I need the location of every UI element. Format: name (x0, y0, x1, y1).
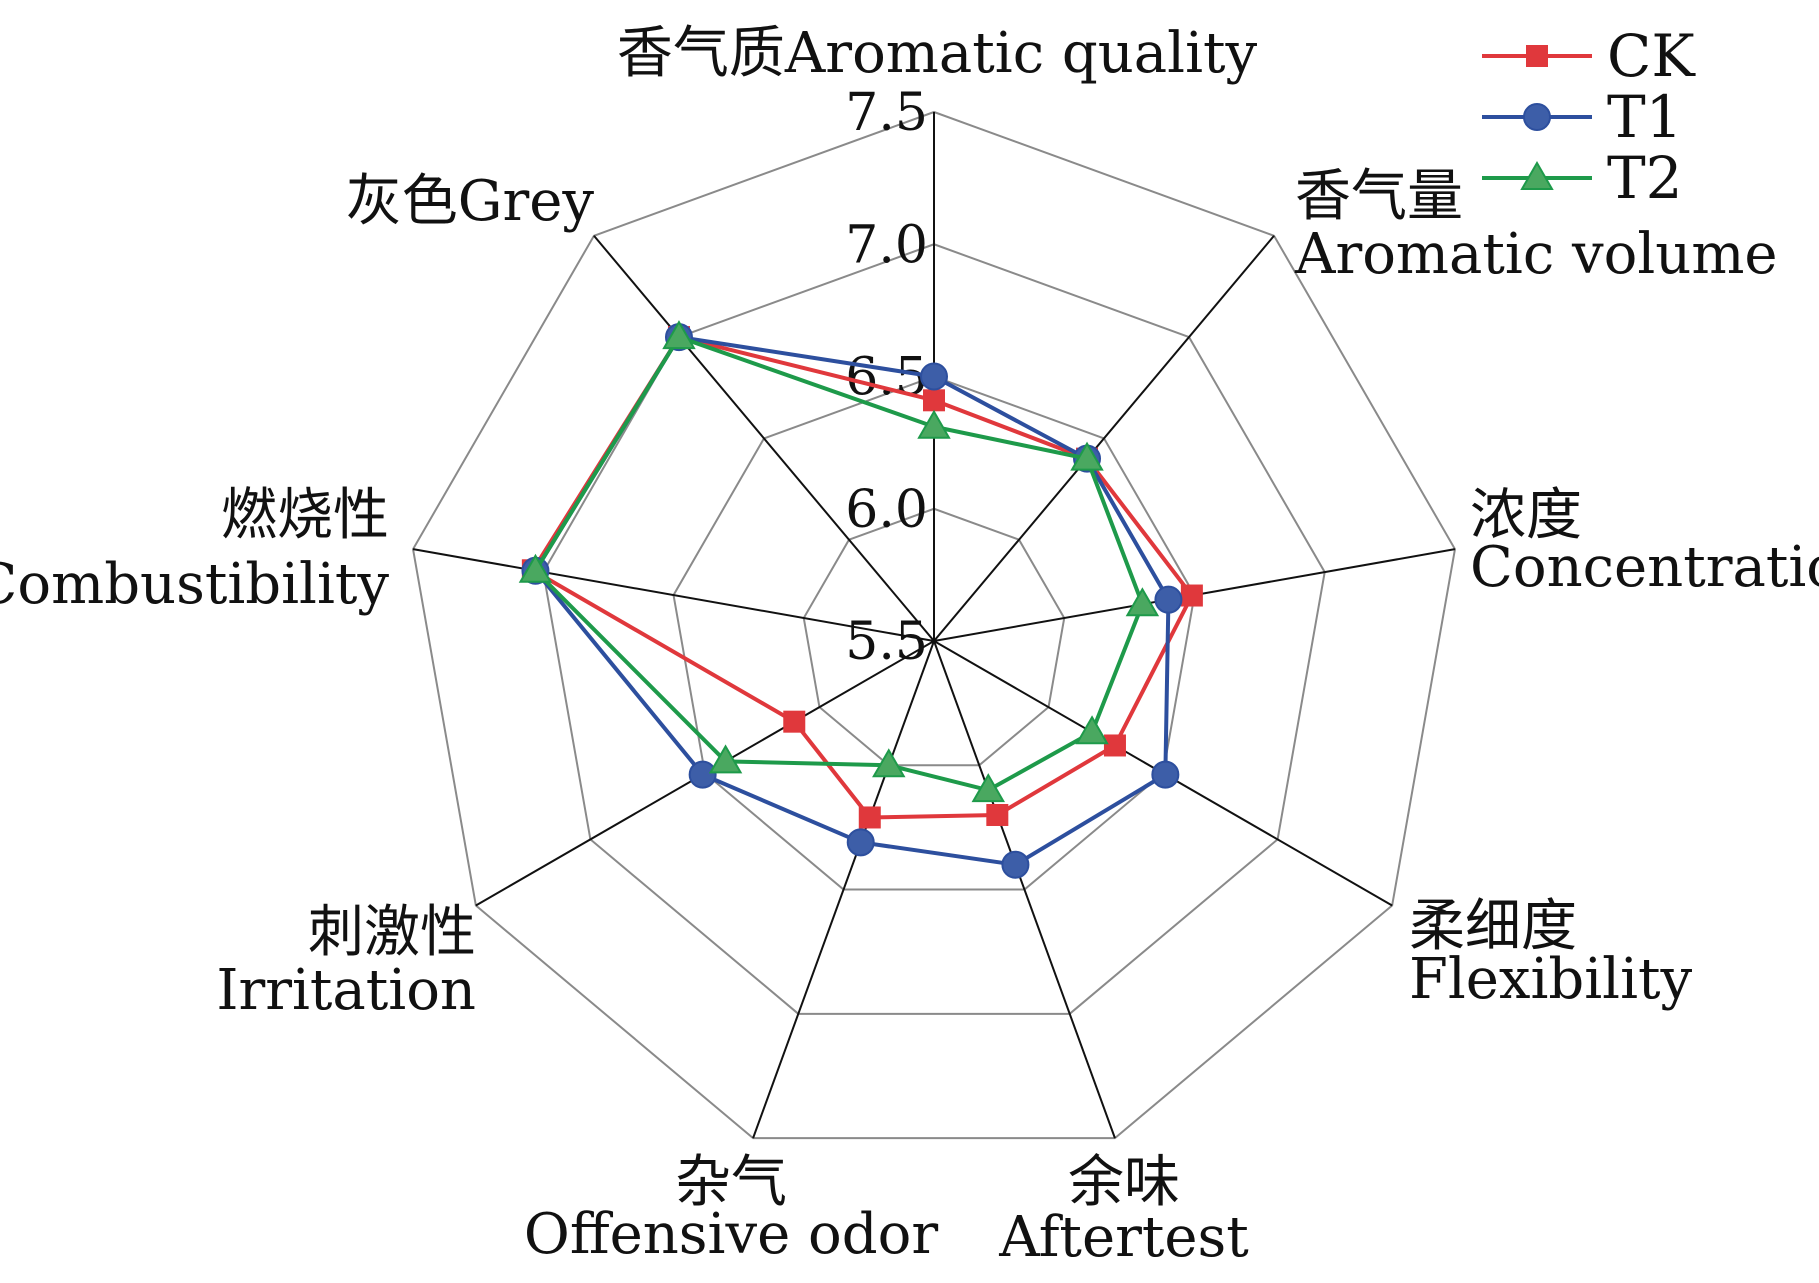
data-point (1125, 587, 1160, 617)
axis-label-zh: 香气量 (1295, 164, 1463, 229)
axis-label-en: Flexibility (1409, 947, 1692, 1012)
axis-label-en: Aromatic quality (784, 21, 1258, 86)
series-line (530, 334, 1195, 820)
axis-label-zh: 香气质 (617, 21, 785, 86)
tick-label: 7.5 (845, 83, 928, 143)
data-point (518, 553, 553, 583)
axis-label-zh: 燃烧性 (221, 483, 389, 548)
grid-ring (542, 243, 1326, 1015)
legend-label: T1 (1607, 83, 1683, 151)
data-point (1103, 734, 1126, 757)
data-point (708, 744, 743, 774)
series-line (532, 334, 1145, 793)
series-layer (518, 320, 1203, 879)
tick-label: 6.5 (845, 348, 928, 408)
data-point (923, 389, 945, 412)
legend-marker (1526, 45, 1548, 67)
grid-ring (672, 375, 1196, 891)
axis-label-zh: 柔细度 (1409, 894, 1577, 959)
axis-label-zh: 灰色 (346, 169, 458, 234)
axis-label-zh: 余味 (1068, 1150, 1180, 1215)
axis-label-en: Grey (458, 169, 595, 234)
axis-line (593, 235, 935, 642)
data-point (986, 803, 1009, 826)
tick-label: 5.5 (845, 612, 928, 672)
data-point (872, 748, 906, 778)
data-point (858, 806, 881, 829)
data-point (688, 760, 717, 789)
legend-label: CK (1607, 22, 1696, 90)
data-point (1070, 441, 1104, 471)
data-point (920, 362, 948, 391)
data-point (1180, 584, 1203, 607)
axis-line (933, 640, 1116, 1139)
data-point (846, 828, 875, 857)
data-point (1151, 760, 1180, 789)
data-point (971, 773, 1006, 803)
data-point (783, 710, 806, 733)
series-T2 (518, 320, 1160, 803)
axis-label-en: Combustibility (0, 552, 389, 617)
axis-label-en: Concentration (1470, 535, 1819, 600)
data-point (1001, 850, 1030, 879)
data-point (662, 320, 696, 350)
legend-marker (1520, 160, 1554, 190)
data-point (1154, 585, 1183, 614)
data-point (917, 409, 951, 439)
axis-line (933, 235, 1275, 642)
tick-label: 7.0 (845, 215, 928, 275)
data-point (1075, 715, 1109, 745)
legend-item-T1: T1 (1482, 83, 1683, 151)
grid-ring (802, 507, 1066, 767)
tick-label: 6.0 (845, 480, 928, 540)
axis-line (752, 640, 935, 1139)
axis-label: 灰色Grey (346, 169, 595, 234)
axis-label: 香气质Aromatic quality (617, 21, 1258, 86)
axis-label-zh: 浓度 (1470, 483, 1582, 548)
legend-item-T2: T2 (1482, 144, 1683, 212)
axis-label-zh: 杂气 (675, 1150, 787, 1215)
axis-label-en: Irritation (216, 958, 476, 1023)
grid-ring (411, 110, 1457, 1140)
axis-line (412, 548, 935, 642)
legend-item-CK: CK (1482, 22, 1696, 90)
axis-label-en: Offensive odor (524, 1202, 938, 1267)
axis-label-zh: 刺激性 (308, 900, 476, 965)
axis-label-en: Aftertest (998, 1205, 1249, 1270)
legend-label: T2 (1607, 144, 1683, 212)
radial-tick-labels: 5.5 6.0 6.5 7.0 7.5 (845, 83, 928, 672)
axis-label-en: Aromatic volume (1294, 222, 1778, 287)
legend-marker (1523, 103, 1551, 131)
